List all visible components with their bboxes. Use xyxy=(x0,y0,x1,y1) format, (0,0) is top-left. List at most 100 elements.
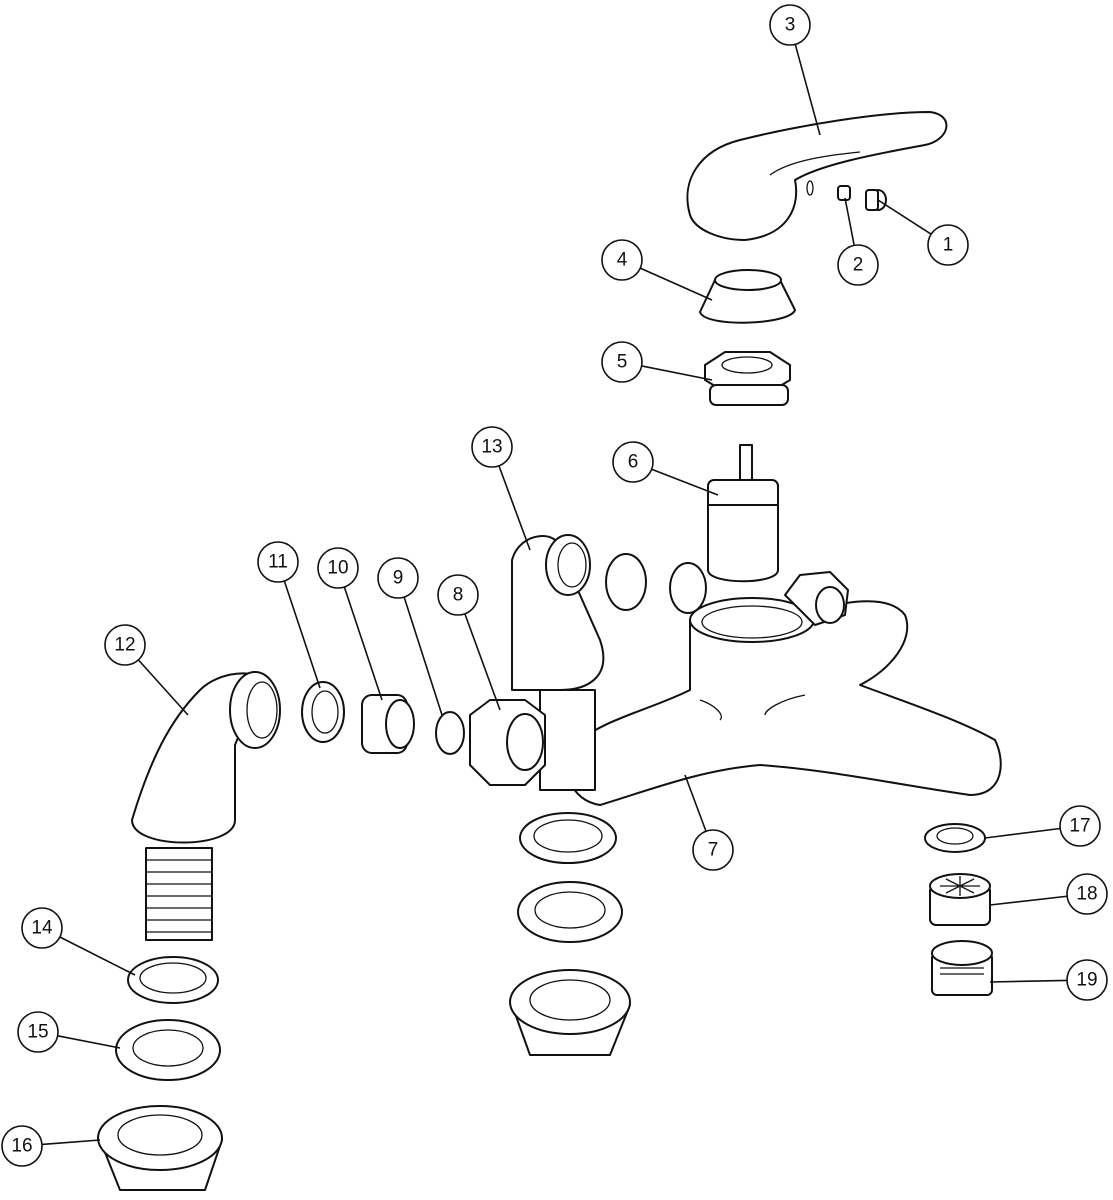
callout-number: 11 xyxy=(268,552,288,573)
leader-line xyxy=(794,44,821,136)
callout-number: 15 xyxy=(27,1022,48,1043)
part-cartridge xyxy=(707,444,779,583)
leader-line xyxy=(651,468,719,496)
callout-1: 1 xyxy=(877,199,969,266)
callout-number: 16 xyxy=(11,1136,32,1157)
part-elbow-left xyxy=(131,671,281,941)
callout-16: 16 xyxy=(1,1125,101,1167)
part-gasket xyxy=(435,711,465,755)
callout-number: 19 xyxy=(1076,970,1097,991)
leader-line xyxy=(844,197,855,246)
leader-line xyxy=(877,199,932,235)
leader-line xyxy=(498,465,531,551)
callout-circle xyxy=(1066,959,1108,1001)
leader-line xyxy=(684,774,707,832)
part-grub-screw xyxy=(837,185,851,201)
part-flat-washer-left xyxy=(127,956,219,1004)
callout-number: 4 xyxy=(617,250,628,271)
leader-line xyxy=(57,1035,121,1049)
callout-circle xyxy=(471,426,513,468)
callout-10: 10 xyxy=(317,547,383,701)
callout-number: 2 xyxy=(853,255,864,276)
callout-circle xyxy=(692,829,734,871)
part-washer-ring xyxy=(301,681,345,743)
leader-line xyxy=(464,613,501,711)
part-aerator-washer xyxy=(924,823,986,853)
callout-number: 17 xyxy=(1069,816,1090,837)
callout-8: 8 xyxy=(437,574,501,711)
part-flange-center xyxy=(509,969,631,1056)
callout-circle xyxy=(21,907,63,949)
part-washer xyxy=(605,553,647,611)
part-faucet-body xyxy=(567,571,1002,806)
part-hex-nut xyxy=(469,699,546,786)
leader-line xyxy=(137,659,189,716)
part-flat-washer-center xyxy=(519,812,617,864)
callout-17: 17 xyxy=(984,805,1101,847)
callout-number: 13 xyxy=(481,437,502,458)
callout-18: 18 xyxy=(989,873,1108,915)
callout-circle xyxy=(1,1125,43,1167)
callout-circle xyxy=(1059,805,1101,847)
part-eccentric-adapter xyxy=(669,562,707,614)
callout-2: 2 xyxy=(837,197,879,286)
part-aerator-insert xyxy=(929,873,991,926)
part-flat-washer-left-2 xyxy=(115,1019,221,1081)
part-aerator-housing xyxy=(931,940,993,996)
callout-number: 10 xyxy=(327,558,348,579)
leader-line xyxy=(639,267,713,301)
callout-11: 11 xyxy=(257,541,321,689)
callout-4: 4 xyxy=(601,239,713,301)
callout-number: 1 xyxy=(943,235,954,256)
callout-number: 3 xyxy=(785,15,796,36)
callout-15: 15 xyxy=(17,1011,121,1053)
leader-line xyxy=(41,1139,101,1146)
leader-line xyxy=(343,586,383,701)
callout-5: 5 xyxy=(601,341,713,383)
callout-circle xyxy=(104,624,146,666)
callout-circle xyxy=(1066,873,1108,915)
part-flat-washer-center-2 xyxy=(517,881,623,943)
callout-circle xyxy=(377,557,419,599)
callout-3: 3 xyxy=(769,4,821,136)
part-elbow-right xyxy=(511,534,605,791)
part-lever-handle xyxy=(686,111,948,241)
callout-9: 9 xyxy=(377,557,443,716)
callout-circle xyxy=(837,244,879,286)
leader-line xyxy=(283,580,321,689)
callout-circle xyxy=(769,4,811,46)
part-flange-left xyxy=(97,1105,223,1191)
part-retaining-nut xyxy=(704,351,791,406)
callout-14: 14 xyxy=(21,907,136,976)
callout-number: 5 xyxy=(617,352,628,373)
callout-13: 13 xyxy=(471,426,531,551)
callout-circle xyxy=(601,341,643,383)
leader-line xyxy=(984,827,1061,839)
leader-line xyxy=(403,596,443,716)
leader-line xyxy=(989,895,1068,906)
callout-19: 19 xyxy=(989,959,1108,1001)
callout-6: 6 xyxy=(612,441,719,496)
callout-circle xyxy=(927,224,969,266)
part-adapter-fitting xyxy=(361,694,415,754)
callout-number: 6 xyxy=(628,452,639,473)
callout-12: 12 xyxy=(104,624,189,716)
leader-line xyxy=(989,979,1068,983)
callout-number: 14 xyxy=(31,918,53,939)
part-screw-cap xyxy=(865,189,887,211)
callout-circle xyxy=(257,541,299,583)
callout-number: 8 xyxy=(453,585,464,606)
callout-circle xyxy=(437,574,479,616)
callout-circle xyxy=(612,441,654,483)
callout-circle xyxy=(601,239,643,281)
part-cover-cap xyxy=(699,269,796,324)
leader-line xyxy=(641,365,713,381)
callout-7: 7 xyxy=(684,774,734,871)
callout-number: 9 xyxy=(393,568,404,589)
callout-circle xyxy=(17,1011,59,1053)
callout-number: 12 xyxy=(114,635,135,656)
callout-number: 7 xyxy=(708,840,719,861)
